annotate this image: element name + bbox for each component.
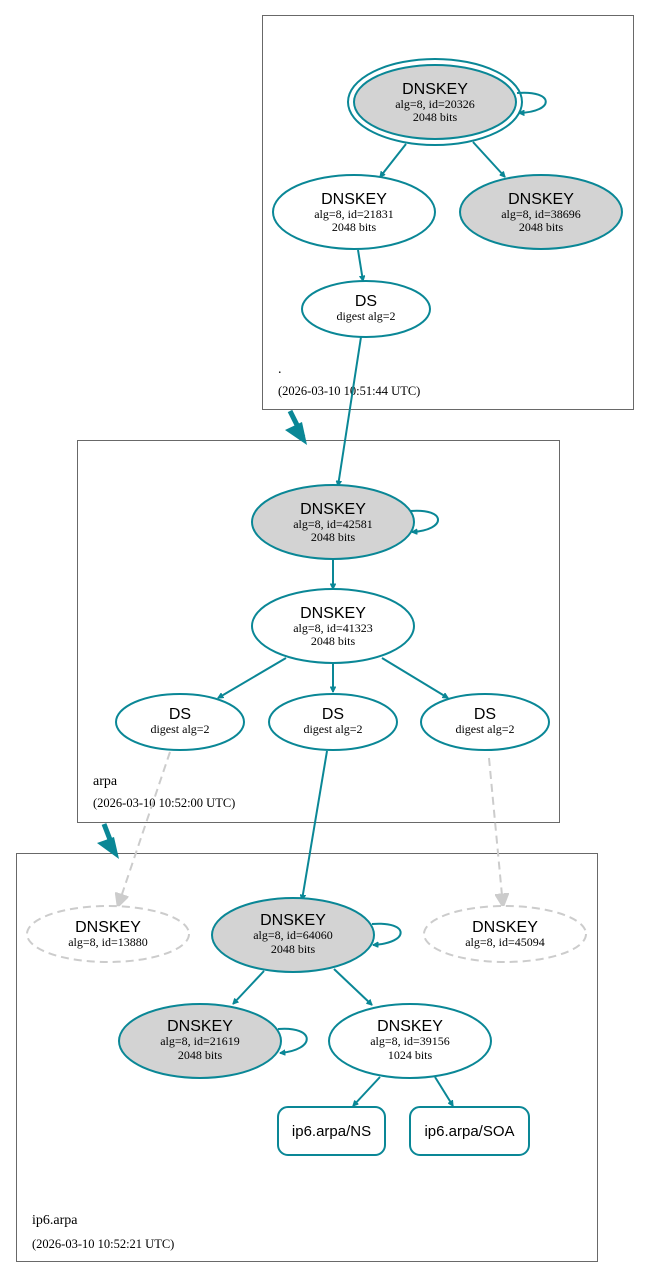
node-root-ds: DS digest alg=2 [301,280,431,338]
edge-root-ksk-zsk2 [472,141,505,177]
zone-arpa-time: (2026-03-10 10:52:00 UTC) [93,796,235,810]
node-ip6-zsk-line2: 1024 bits [388,1048,433,1062]
node-ip6-zsk-title: DNSKEY [377,1018,443,1035]
node-ip6-sep-line2: 2048 bits [178,1048,223,1062]
node-arpa-ds3-line1: digest alg=2 [455,722,514,736]
node-rr-ns-label: ip6.arpa/NS [292,1123,371,1140]
node-root-zsk1-line2: 2048 bits [332,220,377,234]
node-ip6-ksk: DNSKEY alg=8, id=64060 2048 bits [211,897,375,973]
node-root-zsk2-line1: alg=8, id=38696 [501,207,581,221]
zone-arpa-name: arpa [93,774,118,789]
edge-root-ds-arpa-ksk [338,336,362,486]
node-root-zsk1: DNSKEY alg=8, id=21831 2048 bits [272,174,436,250]
edge-arpa-zsk-ds3 [381,657,448,699]
node-root-ksk-title: DNSKEY [402,81,468,98]
node-ip6-sep-line1: alg=8, id=21619 [160,1034,240,1048]
node-arpa-ds1-title: DS [169,706,191,723]
zone-ip6-box [16,853,598,1262]
edge-arpa-ds3-missing2 [488,757,503,906]
node-root-ksk: DNSKEY alg=8, id=20326 2048 bits [347,58,523,146]
node-root-ds-line1: digest alg=2 [336,309,395,323]
node-root-zsk1-title: DNSKEY [321,191,387,208]
node-ip6-sep: DNSKEY alg=8, id=21619 2048 bits [118,1003,282,1079]
edge-arpa-ds2-ip6-ksk [302,750,328,900]
node-ip6-zsk-line1: alg=8, id=39156 [370,1034,450,1048]
node-arpa-ksk-line2: 2048 bits [311,530,356,544]
zone-root-name: . [278,362,282,377]
edge-ip6-ksk-self [371,922,402,945]
node-root-zsk1-line1: alg=8, id=21831 [314,207,394,221]
node-ip6-ksk-line1: alg=8, id=64060 [253,928,333,942]
node-arpa-ksk: DNSKEY alg=8, id=42581 2048 bits [251,484,415,560]
node-rr-soa: ip6.arpa/SOA [409,1106,530,1156]
node-root-zsk2-title: DNSKEY [508,191,574,208]
edge-ip6-zsk-soa [434,1076,454,1106]
node-arpa-zsk: DNSKEY alg=8, id=41323 2048 bits [251,588,415,664]
zone-root-time: (2026-03-10 10:51:44 UTC) [278,384,420,398]
node-arpa-zsk-line2: 2048 bits [311,634,356,648]
node-arpa-ds2: DS digest alg=2 [268,693,398,751]
delegation-arrowhead-arpa-ip6 [97,837,119,859]
node-ip6-missing2-line1: alg=8, id=45094 [465,935,545,949]
node-ip6-ksk-line2: 2048 bits [271,942,316,956]
node-rr-ns: ip6.arpa/NS [277,1106,386,1156]
edge-root-ksk-zsk1 [380,143,407,177]
edge-root-zsk1-ds [357,249,363,281]
edge-ip6-zsk-ns [353,1076,381,1106]
node-arpa-ds3: DS digest alg=2 [420,693,550,751]
node-ip6-sep-title: DNSKEY [167,1018,233,1035]
zone-arpa: arpa (2026-03-10 10:52:00 UTC) [77,440,560,823]
node-ip6-missing1-title: DNSKEY [75,919,141,936]
edge-ip6-sep-self [277,1027,308,1053]
node-arpa-zsk-line1: alg=8, id=41323 [293,621,373,635]
node-arpa-ds2-line1: digest alg=2 [303,722,362,736]
node-arpa-ds2-title: DS [322,706,344,723]
zone-ip6: ip6.arpa (2026-03-10 10:52:21 UTC) [16,853,598,1262]
node-arpa-ds1-line1: digest alg=2 [150,722,209,736]
node-root-ksk-line1: alg=8, id=20326 [395,97,475,111]
edge-arpa-zsk-ds1 [218,657,287,699]
edge-arpa-ksk-self [409,509,439,532]
node-rr-soa-label: ip6.arpa/SOA [424,1123,514,1140]
node-arpa-ds3-title: DS [474,706,496,723]
node-arpa-ksk-line1: alg=8, id=42581 [293,517,373,531]
zone-ip6-name: ip6.arpa [32,1213,78,1228]
edge-ip6-ksk-sep [233,970,265,1004]
node-ip6-missing1: DNSKEY alg=8, id=13880 [26,905,190,963]
zone-root: . (2026-03-10 10:51:44 UTC) [262,15,634,410]
node-ip6-zsk: DNSKEY alg=8, id=39156 1024 bits [328,1003,492,1079]
edge-ip6-ksk-zsk [333,968,372,1005]
node-ip6-missing2: DNSKEY alg=8, id=45094 [423,905,587,963]
node-ip6-missing2-title: DNSKEY [472,919,538,936]
node-root-ksk-line2: 2048 bits [413,110,458,124]
zone-ip6-time: (2026-03-10 10:52:21 UTC) [32,1237,174,1251]
node-root-zsk2-line2: 2048 bits [519,220,564,234]
node-arpa-zsk-title: DNSKEY [300,605,366,622]
node-root-zsk2: DNSKEY alg=8, id=38696 2048 bits [459,174,623,250]
node-ip6-missing1-line1: alg=8, id=13880 [68,935,148,949]
zone-root-box [262,15,634,410]
edge-root-ksk-self [516,91,547,113]
node-arpa-ksk-title: DNSKEY [300,501,366,518]
node-arpa-ds1: DS digest alg=2 [115,693,245,751]
zone-arpa-box [77,440,560,823]
node-root-ds-title: DS [355,293,377,310]
node-ip6-ksk-title: DNSKEY [260,912,326,929]
delegation-arrowhead-root-arpa [285,422,307,445]
edge-arpa-ds1-missing1 [118,751,171,906]
